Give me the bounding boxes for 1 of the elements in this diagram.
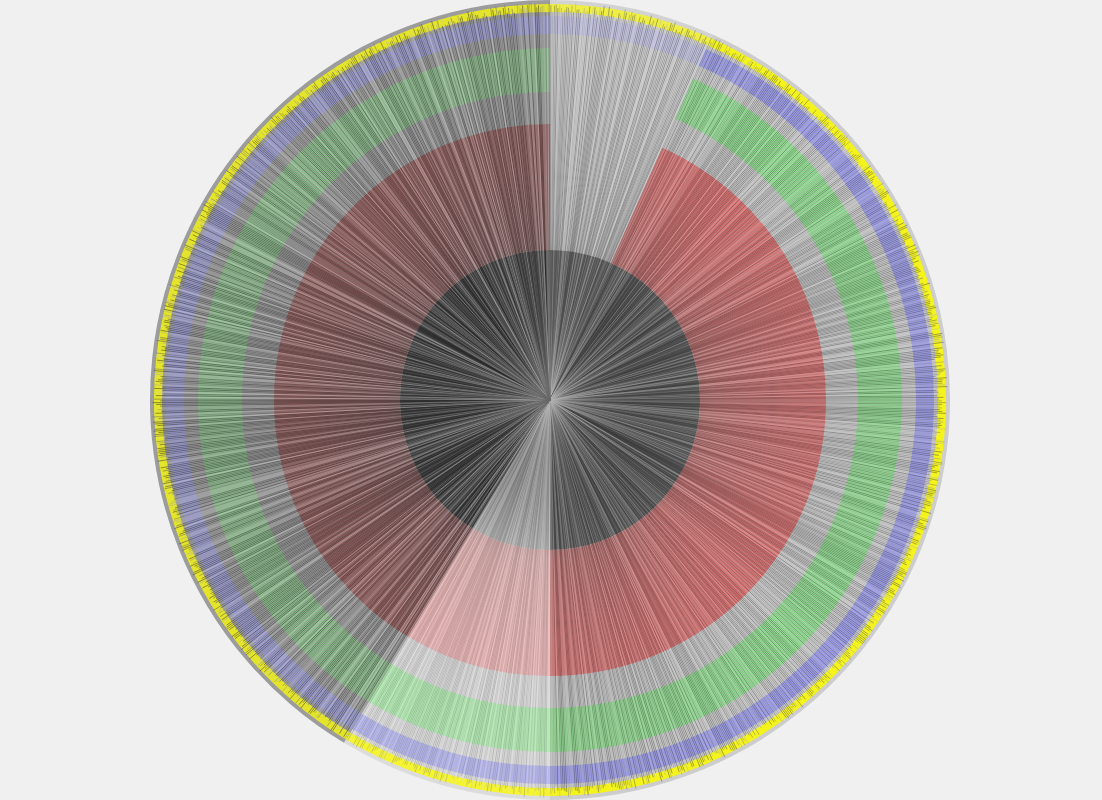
radial-tree-illustration <box>150 0 950 800</box>
